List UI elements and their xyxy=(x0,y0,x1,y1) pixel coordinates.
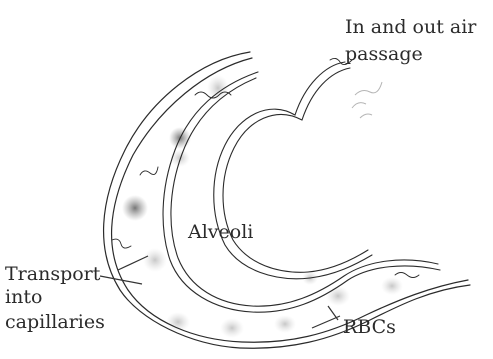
rbcs-leader-line-2 xyxy=(328,306,338,320)
rbc-cell xyxy=(326,286,350,306)
air-flow-marks xyxy=(352,82,382,118)
rbc-cell xyxy=(143,248,167,272)
air-passage-label-line2: passage xyxy=(345,43,423,65)
transport-label-line3: capillaries xyxy=(5,311,105,333)
leader-lines xyxy=(100,256,340,328)
rbc-cell xyxy=(220,318,244,338)
air-passage-label-line1: In and out air xyxy=(345,16,477,38)
transport-label-line2: into xyxy=(5,286,42,308)
capillary-wall xyxy=(104,52,470,348)
rbc-cell xyxy=(381,277,403,295)
alveoli-label: Alveoli xyxy=(187,221,253,243)
transport-label-line1: Transport xyxy=(5,263,101,285)
rbcs-label: RBCs xyxy=(343,316,396,338)
rbc-cell xyxy=(274,315,296,333)
rbc-group xyxy=(122,75,403,338)
rbc-cell xyxy=(122,195,148,221)
